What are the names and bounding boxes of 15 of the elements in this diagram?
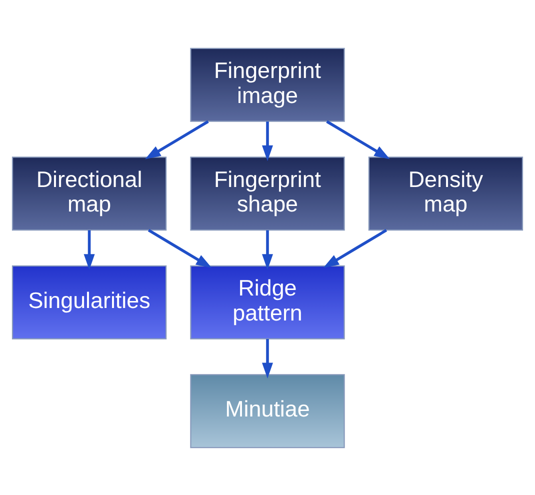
arrow: [262, 338, 273, 378]
arrow: [84, 230, 95, 270]
node-box: Singularities: [12, 264, 167, 339]
arrow: [148, 228, 212, 268]
node-box: Ridge pattern: [190, 264, 345, 339]
arrow: [262, 230, 273, 270]
node-box: Fingerprint image: [190, 47, 345, 122]
node-box: Density map: [368, 156, 524, 230]
arrow: [262, 120, 273, 161]
arrow: [145, 120, 209, 159]
node-box: Fingerprint shape: [190, 156, 345, 230]
arrow: [323, 228, 388, 268]
arrow: [326, 120, 390, 159]
node-box: Minutiae: [190, 374, 345, 448]
node-box: Directional map: [12, 156, 167, 230]
